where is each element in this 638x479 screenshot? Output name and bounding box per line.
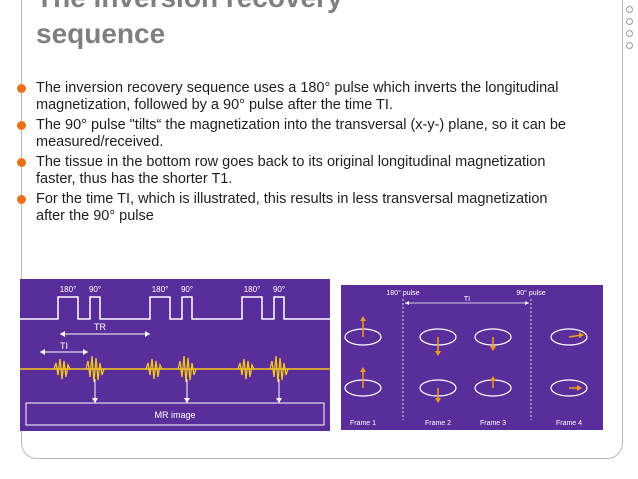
ti-label: TI	[60, 341, 68, 351]
pulse-label: 180°	[152, 285, 169, 294]
title-line-2: sequence	[36, 18, 166, 49]
bullet-dot-icon	[17, 84, 26, 93]
frame-label: Frame 1	[350, 420, 376, 427]
bullet-text: For the time TI, which is illustrated, t…	[36, 191, 548, 224]
bullet-item: The inversion recovery sequence uses a 1…	[16, 80, 576, 114]
slide-title: The inversion recovery sequence	[36, 0, 596, 52]
bullet-item: The tissue in the bottom row goes back t…	[16, 154, 576, 188]
frame-label: Frame 3	[480, 420, 506, 427]
ti-label: TI	[464, 296, 470, 303]
pulse-label: 90°	[181, 285, 193, 294]
bullet-text: The inversion recovery sequence uses a 1…	[36, 80, 559, 113]
arrow-head	[184, 398, 190, 403]
mr-image-label: MR image	[154, 410, 195, 420]
ti-arrow-head	[83, 349, 88, 355]
timing-lines	[402, 299, 532, 420]
magnetization-vectors	[362, 319, 582, 400]
bullet-dot-icon	[17, 195, 26, 204]
nav-dot[interactable]	[626, 30, 633, 37]
vector-heads	[360, 316, 584, 403]
title-line-1: The inversion recovery	[36, 0, 596, 16]
bullet-text: The 90° pulse "tilts“ the magnetization …	[36, 117, 566, 150]
mr-image-box	[25, 402, 325, 426]
pulse-label: 180°	[244, 285, 261, 294]
bullet-item: For the time TI, which is illustrated, t…	[16, 191, 576, 225]
pulse180-label: 180° pulse	[386, 289, 419, 297]
pulse90-label: 90° pulse	[516, 289, 545, 297]
bullet-text: The tissue in the bottom row goes back t…	[36, 154, 546, 187]
bullet-item: The 90° pulse "tilts“ the magnetization …	[16, 117, 576, 151]
bullet-dot-icon	[17, 158, 26, 167]
pulse-sequence-diagram: 180° 90° 180° 90° 180° 90° TR TI	[20, 279, 330, 431]
readout-arrows	[94, 379, 280, 401]
pulse-label: 90°	[89, 285, 101, 294]
pulse-train	[20, 296, 330, 320]
bullet-dot-icon	[17, 121, 26, 130]
slide-frame	[21, 0, 623, 459]
frame-label: Frame 2	[425, 420, 451, 427]
ti-arrow-head	[405, 301, 409, 305]
pulse-label: 180°	[60, 285, 77, 294]
frame-label: Frame 4	[556, 420, 582, 427]
slide-nav-dots	[626, 6, 636, 54]
nav-dot[interactable]	[626, 42, 633, 49]
bullet-list: The inversion recovery sequence uses a 1…	[16, 80, 576, 228]
pulse-sequence-svg: 180° 90° 180° 90° 180° 90° TR TI	[20, 285, 330, 426]
tr-arrow-head	[145, 331, 150, 337]
magnetization-svg: 180° pulse 90° pulse TI	[344, 289, 588, 427]
nav-dot[interactable]	[626, 18, 633, 25]
arrow-head	[92, 398, 98, 403]
magnetization-frames-diagram: 180° pulse 90° pulse TI	[341, 285, 603, 430]
ti-arrow-head	[40, 349, 45, 355]
nav-dot[interactable]	[626, 6, 633, 13]
tr-label: TR	[94, 322, 106, 332]
spin-ellipses	[344, 328, 588, 397]
tr-arrow-head	[60, 331, 65, 337]
arrow-head	[276, 398, 282, 403]
pulse-label: 90°	[273, 285, 285, 294]
echo-signals	[53, 355, 289, 383]
ti-arrow-head	[525, 301, 529, 305]
